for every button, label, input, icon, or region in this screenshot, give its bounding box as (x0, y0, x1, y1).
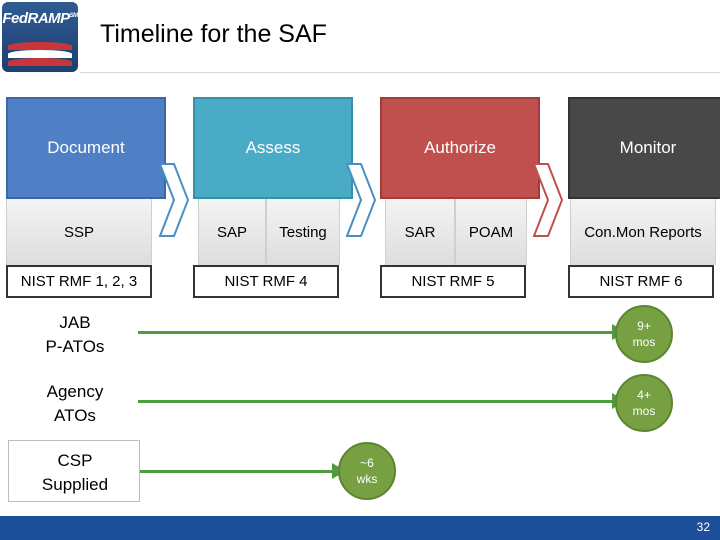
duration-badge-jab: 9+ mos (615, 305, 673, 363)
arrow-jab (138, 331, 614, 334)
nist-rmf-assess: NIST RMF 4 (193, 265, 339, 298)
artifact-ssp: SSP (6, 199, 152, 265)
duration-badge-csp: ~6 wks (338, 442, 396, 500)
track-label-csp: CSP Supplied (41, 451, 109, 494)
track-label-jab: JAB P-ATOs (45, 313, 105, 356)
footer-bar (0, 516, 720, 540)
phase-monitor: Monitor (568, 97, 720, 199)
fedramp-logo: FedRAMPSM (2, 2, 78, 72)
artifact-testing: Testing (266, 199, 340, 265)
nist-rmf-document: NIST RMF 1, 2, 3 (6, 265, 152, 298)
page-title: Timeline for the SAF (100, 20, 327, 48)
duration-badge-agency: 4+ mos (615, 374, 673, 432)
chevron-right-icon (158, 163, 190, 237)
logo-trademark: SM (69, 13, 78, 19)
artifact-poam: POAM (455, 199, 527, 265)
logo-stripe-red (8, 42, 72, 50)
title-divider (80, 72, 720, 73)
nist-rmf-monitor: NIST RMF 6 (568, 265, 714, 298)
phase-authorize: Authorize (380, 97, 540, 199)
artifact-conmon-reports: Con.Mon Reports (570, 199, 716, 265)
track-label-agency: Agency ATOs (46, 382, 104, 425)
logo-text: FedRAMPSM (2, 10, 78, 27)
nist-rmf-authorize: NIST RMF 5 (380, 265, 526, 298)
phase-assess: Assess (193, 97, 353, 199)
arrow-agency (138, 400, 614, 403)
logo-stripe-red-2 (8, 58, 72, 66)
phase-document: Document (6, 97, 166, 199)
artifact-sar: SAR (385, 199, 455, 265)
arrow-csp (140, 470, 336, 473)
page-number: 32 (696, 520, 710, 534)
artifact-sap: SAP (198, 199, 266, 265)
logo-stripe-white (8, 50, 72, 58)
chevron-right-icon (532, 163, 564, 237)
chevron-right-icon (345, 163, 377, 237)
track-box-csp (8, 440, 140, 502)
